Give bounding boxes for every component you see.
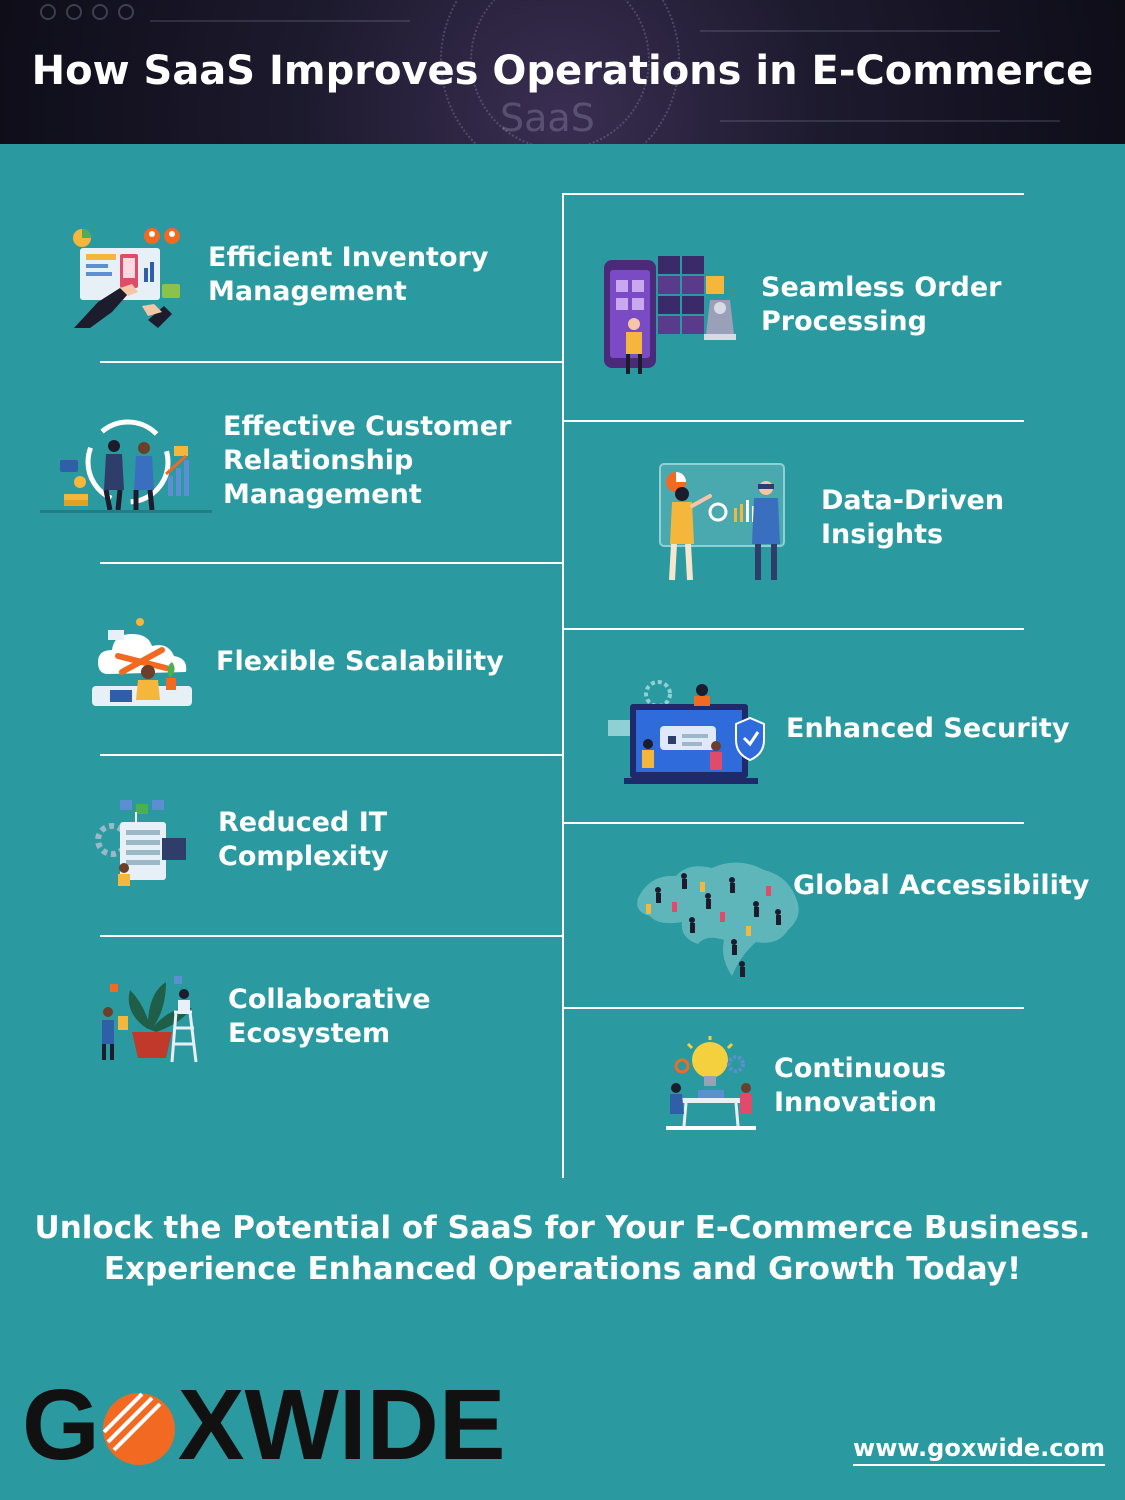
page-title: How SaaS Improves Operations in E-Commer… bbox=[31, 48, 1094, 94]
divider bbox=[562, 822, 1024, 824]
divider bbox=[562, 193, 1024, 195]
cta-line-2: Experience Enhanced Operations and Growt… bbox=[103, 1251, 1022, 1287]
logo-o-symbol-icon bbox=[102, 1392, 175, 1465]
decor-node bbox=[92, 4, 108, 20]
feature-label: Data-Driven Insights bbox=[821, 485, 1005, 550]
divider bbox=[100, 361, 562, 363]
inventory-illustration-icon bbox=[73, 228, 180, 328]
decor-saas-text: SaaS bbox=[500, 96, 595, 140]
feature-label: Flexible Scalability bbox=[216, 646, 504, 677]
feature-label: Enhanced Security bbox=[786, 713, 1070, 744]
decor-line bbox=[720, 120, 1060, 122]
crm-illustration-icon bbox=[40, 419, 212, 513]
goxwide-logo: G XWIDE bbox=[22, 1369, 506, 1481]
cta-line-1: Unlock the Potential of SaaS for Your E-… bbox=[34, 1210, 1091, 1246]
divider bbox=[100, 562, 562, 564]
decor-ring bbox=[440, 0, 680, 144]
data-insights-illustration-icon bbox=[659, 463, 785, 581]
decor-node bbox=[118, 4, 134, 20]
it-complexity-illustration-icon bbox=[95, 800, 186, 886]
collaboration-illustration-icon bbox=[102, 976, 198, 1063]
decor-ring bbox=[470, 0, 650, 144]
divider bbox=[562, 420, 1024, 422]
global-map-illustration-icon bbox=[637, 862, 799, 977]
feature-label: Seamless Order Processing bbox=[761, 272, 1002, 337]
divider bbox=[100, 935, 562, 937]
feature-label: Reduced IT Complexity bbox=[218, 807, 389, 872]
website-link[interactable]: www.goxwide.com bbox=[853, 1434, 1105, 1466]
feature-label: Collaborative Ecosystem bbox=[228, 984, 431, 1049]
divider bbox=[562, 1007, 1024, 1009]
divider bbox=[100, 754, 562, 756]
decor-node bbox=[66, 4, 82, 20]
innovation-illustration-icon bbox=[666, 1036, 756, 1130]
divider bbox=[562, 628, 1024, 630]
order-processing-illustration-icon bbox=[604, 256, 736, 374]
scalability-illustration-icon bbox=[92, 618, 192, 706]
feature-label: Efficient Inventory Management bbox=[208, 242, 489, 307]
decor-node bbox=[40, 4, 56, 20]
decor-line bbox=[700, 30, 1000, 32]
feature-label: Continuous Innovation bbox=[774, 1053, 947, 1118]
header-banner: SaaS How SaaS Improves Operations in E-C… bbox=[0, 0, 1125, 144]
center-divider bbox=[562, 194, 564, 1178]
security-illustration-icon bbox=[608, 680, 765, 784]
call-to-action: Unlock the Potential of SaaS for Your E-… bbox=[0, 1208, 1125, 1290]
decor-line bbox=[150, 20, 410, 22]
feature-label: Global Accessibility bbox=[793, 870, 1090, 901]
feature-label: Effective Customer Relationship Manageme… bbox=[223, 411, 512, 510]
